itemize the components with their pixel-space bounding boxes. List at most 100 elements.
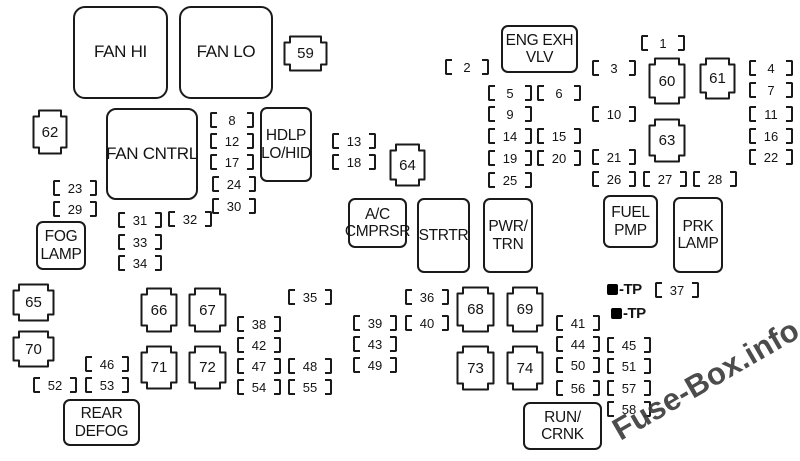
fuse-37: 37: [655, 282, 699, 298]
tp-label: -TP: [623, 305, 646, 322]
relay-outline-icon: [12, 283, 55, 322]
relay-outline-icon: [456, 286, 495, 333]
tp-marker: -TP: [607, 281, 642, 298]
tp-label: -TP: [619, 281, 642, 298]
fuse-number: 31: [132, 212, 148, 228]
relay-number: 71: [150, 359, 168, 376]
box-hdlp-lo-hid-label: HDLP: [265, 127, 307, 145]
fuse-14: 14: [488, 128, 532, 144]
relay-64: 64: [389, 143, 426, 187]
fuse-30: 30: [212, 198, 256, 214]
fuse-2: 2: [445, 59, 489, 75]
fuse-53: 53: [85, 377, 129, 393]
relay-62: 62: [32, 109, 68, 155]
relay-outline-icon: [283, 35, 328, 72]
fuse-36: 36: [405, 289, 449, 305]
relay-number: 73: [467, 359, 484, 377]
relay-67: 67: [188, 287, 227, 333]
box-prk-lamp-label: LAMP: [677, 235, 719, 252]
box-fan-lo: FAN LO: [179, 6, 273, 99]
fuse-number: 2: [463, 59, 471, 75]
fuse-number: 47: [251, 358, 267, 374]
relay-63: 63: [648, 118, 686, 163]
relay-outline-icon: [648, 57, 686, 105]
relay-outline-icon: [12, 330, 55, 368]
fuse-9: 9: [488, 106, 532, 122]
box-ac-cmprsr-label: A/C: [365, 205, 390, 223]
relay-outline-icon: [140, 287, 178, 333]
fuse-24: 24: [212, 176, 256, 192]
fuse-number: 24: [226, 176, 242, 192]
relay-outline-icon: [140, 345, 178, 390]
fuse-31: 31: [118, 212, 162, 228]
box-prk-lamp-label: PRK: [682, 217, 714, 235]
box-fan-lo-label: FAN LO: [196, 42, 256, 62]
fuse-34: 34: [118, 255, 162, 271]
fuse-57: 57: [607, 380, 651, 396]
relay-number: 69: [516, 301, 534, 318]
fuse-number: 4: [767, 60, 775, 76]
fuse-number: 36: [419, 289, 435, 305]
fuse-41: 41: [556, 315, 600, 331]
fuse-8: 8: [210, 112, 254, 128]
relay-number: 62: [41, 123, 59, 141]
fuse-3: 3: [592, 60, 636, 76]
fuse-number: 50: [570, 357, 586, 373]
fuse-12: 12: [210, 133, 254, 149]
fuse-number: 37: [669, 282, 685, 298]
relay-74: 74: [506, 345, 544, 391]
fuse-number: 8: [228, 112, 236, 128]
fuse-7: 7: [749, 82, 793, 98]
box-eng-exh-vlv-label: VLV: [525, 49, 554, 66]
fuse-25: 25: [488, 172, 532, 188]
relay-number: 66: [150, 301, 168, 319]
fuse-18: 18: [332, 154, 376, 170]
fuse-number: 39: [367, 315, 383, 331]
fuse-number: 32: [182, 211, 198, 227]
fuse-21: 21: [592, 149, 636, 165]
fuse-43: 43: [353, 336, 397, 352]
fuse-1: 1: [641, 35, 685, 51]
fuse-39: 39: [353, 315, 397, 331]
fuse-number: 27: [657, 171, 673, 187]
box-fuel-pmp-label: FUEL: [611, 204, 650, 222]
fuse-number: 33: [132, 234, 148, 250]
fuse-number: 41: [570, 315, 586, 331]
relay-outline-icon: [389, 143, 426, 187]
box-strtr-label: STRTR: [418, 226, 469, 244]
relay-number: 64: [399, 156, 416, 174]
box-pwr-trn-label: TRN: [492, 235, 524, 253]
relay-outline-icon: [188, 345, 227, 390]
box-pwr-trn-label: PWR/: [488, 218, 528, 236]
fuse-number: 53: [99, 377, 115, 393]
fuse-48: 48: [288, 358, 332, 374]
fuse-44: 44: [556, 336, 600, 352]
box-fog-lamp-label: LAMP: [40, 245, 82, 263]
fuse-40: 40: [405, 315, 449, 331]
fuse-number: 20: [551, 150, 567, 166]
fuse-45: 45: [607, 337, 651, 353]
fuse-29: 29: [53, 201, 97, 217]
fuse-number: 10: [606, 106, 622, 122]
box-fan-cntrl-label: FAN CNTRL: [106, 143, 198, 163]
box-run-crnk-label: RUN/: [544, 408, 581, 426]
fuse-13: 13: [332, 133, 376, 149]
box-run-crnk: RUN/CRNK: [523, 402, 602, 450]
fuse-number: 21: [606, 149, 622, 165]
fuse-58: 58: [607, 401, 651, 417]
fuse-number: 40: [419, 315, 435, 331]
relay-number: 61: [709, 70, 726, 87]
fuse-27: 27: [643, 171, 687, 187]
relay-outline-icon: [456, 345, 495, 391]
tp-square-icon: [611, 308, 622, 319]
fuse-number: 34: [132, 255, 148, 271]
relay-outline-icon: [188, 287, 227, 333]
fuse-56: 56: [556, 380, 600, 396]
fuse-47: 47: [237, 358, 281, 374]
box-fan-hi-label: FAN HI: [94, 42, 147, 62]
fuse-number: 23: [67, 180, 83, 196]
relay-60: 60: [648, 57, 686, 105]
